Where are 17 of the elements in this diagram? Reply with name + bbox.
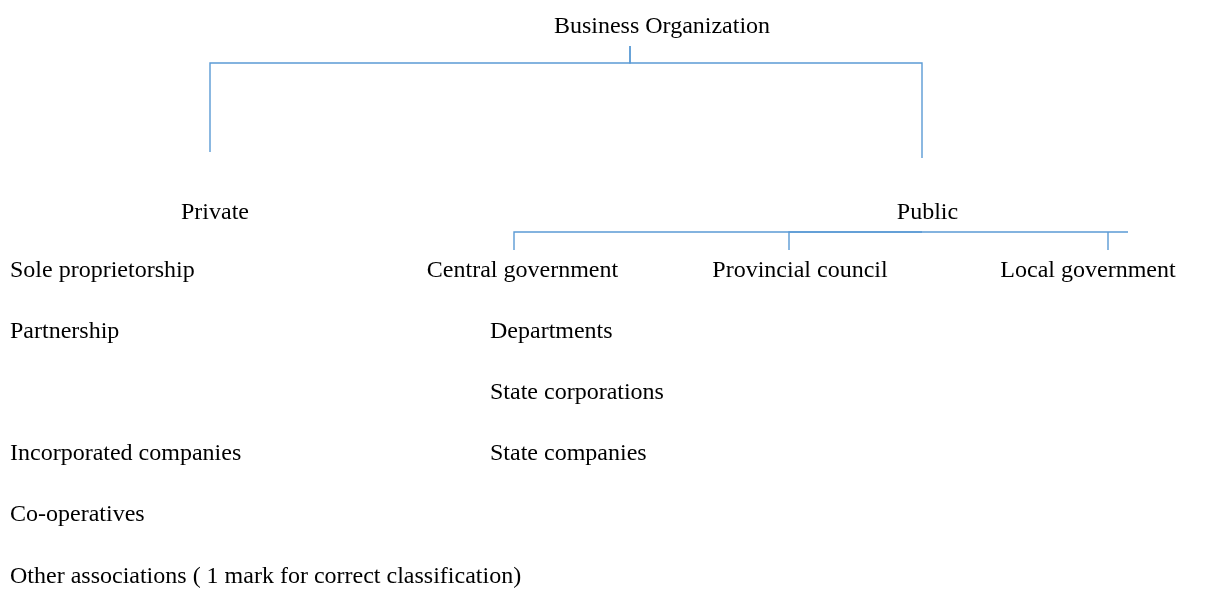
list-item: Departments [490, 317, 613, 343]
list-item: State corporations [490, 378, 664, 404]
list-item: Incorporated companies [10, 439, 242, 465]
category-label: Provincial council [711, 256, 889, 282]
list-item: Sole proprietorship [10, 256, 195, 282]
list-item: State companies [490, 439, 647, 465]
category-label: Local government [999, 256, 1177, 282]
list-item: Co-operatives [10, 500, 145, 526]
list-item: Other associations ( 1 mark for correct classification) [10, 562, 522, 588]
category-label: Private [180, 198, 250, 224]
list-item: Partnership [10, 317, 120, 343]
connector-line [788, 231, 923, 251]
connector-line [629, 45, 923, 159]
category-label: Public [895, 198, 960, 224]
root-heading: Business Organization [552, 12, 772, 38]
connector-line [921, 231, 1129, 251]
category-label: Central government [425, 256, 620, 282]
